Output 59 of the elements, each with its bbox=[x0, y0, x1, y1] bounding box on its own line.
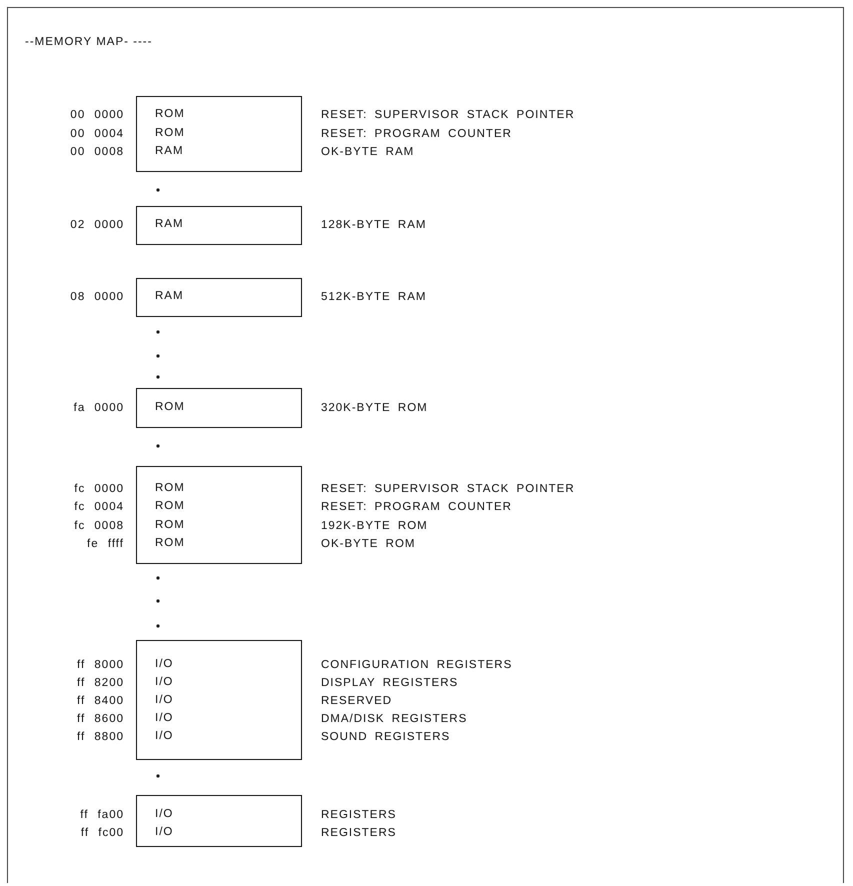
address-label: 00 0008 bbox=[70, 145, 124, 159]
memory-type-label: I/O bbox=[155, 675, 174, 690]
memory-region-box bbox=[136, 795, 302, 847]
address-label: fe ffff bbox=[87, 537, 124, 551]
region-description: 512K-BYTE RAM bbox=[321, 290, 426, 304]
memory-type-label: RAM bbox=[155, 144, 184, 158]
address-label: 08 0000 bbox=[70, 290, 124, 304]
region-description: RESET: PROGRAM COUNTER bbox=[321, 127, 512, 141]
memory-region-box bbox=[136, 466, 302, 564]
address-label: ff 8000 bbox=[77, 658, 124, 672]
address-label: fc 0004 bbox=[74, 500, 124, 514]
memory-region-box bbox=[136, 278, 302, 317]
memory-type-label: ROM bbox=[155, 518, 185, 532]
address-label: ff fc00 bbox=[80, 826, 124, 840]
region-description: 320K-BYTE ROM bbox=[321, 401, 428, 415]
memory-region-box bbox=[136, 96, 302, 172]
region-description: DISPLAY REGISTERS bbox=[321, 676, 458, 690]
memory-type-label: I/O bbox=[155, 825, 174, 840]
region-description: OK-BYTE RAM bbox=[321, 145, 414, 159]
memory-type-label: ROM bbox=[155, 536, 185, 550]
address-label: 02 0000 bbox=[70, 218, 124, 232]
memory-type-label: ROM bbox=[155, 400, 185, 414]
region-description: DMA/DISK REGISTERS bbox=[321, 712, 468, 726]
region-description: 128K-BYTE RAM bbox=[321, 218, 426, 232]
address-label: fa 0000 bbox=[74, 401, 124, 415]
address-label: fc 0000 bbox=[74, 482, 124, 496]
memory-type-label: ROM bbox=[155, 499, 185, 514]
address-label: ff 8200 bbox=[77, 676, 124, 690]
address-label: ff 8800 bbox=[77, 730, 124, 744]
address-label: ff 8400 bbox=[77, 694, 124, 708]
memory-type-label: ROM bbox=[155, 107, 185, 122]
memory-type-label: I/O bbox=[155, 711, 174, 726]
region-description: RESET: PROGRAM COUNTER bbox=[321, 500, 512, 514]
region-description: RESET: SUPERVISOR STACK POINTER bbox=[321, 108, 575, 122]
memory-type-label: ROM bbox=[155, 126, 185, 140]
region-description: 192K-BYTE ROM bbox=[321, 519, 428, 533]
memory-region-box bbox=[136, 206, 302, 245]
region-description: REGISTERS bbox=[321, 826, 396, 840]
region-description: CONFIGURATION REGISTERS bbox=[321, 658, 512, 672]
memory-type-label: I/O bbox=[155, 729, 174, 744]
region-description: OK-BYTE ROM bbox=[321, 537, 416, 551]
address-label: 00 0004 bbox=[70, 127, 124, 141]
address-label: ff fa00 bbox=[80, 808, 124, 822]
memory-type-label: I/O bbox=[155, 657, 174, 672]
memory-type-label: ROM bbox=[155, 481, 185, 496]
region-description: RESERVED bbox=[321, 694, 392, 708]
memory-type-label: I/O bbox=[155, 807, 174, 822]
memory-region-box bbox=[136, 388, 302, 428]
region-description: REGISTERS bbox=[321, 808, 396, 822]
memory-type-label: RAM bbox=[155, 217, 184, 232]
diagram-title: --MEMORY MAP- ---- bbox=[25, 36, 152, 48]
region-description: RESET: SUPERVISOR STACK POINTER bbox=[321, 482, 575, 496]
address-label: fc 0008 bbox=[74, 519, 124, 533]
memory-type-label: I/O bbox=[155, 693, 174, 708]
memory-region-box bbox=[136, 640, 302, 760]
region-description: SOUND REGISTERS bbox=[321, 730, 450, 744]
address-label: 00 0000 bbox=[70, 108, 124, 122]
address-label: ff 8600 bbox=[77, 712, 124, 726]
memory-type-label: RAM bbox=[155, 289, 184, 304]
